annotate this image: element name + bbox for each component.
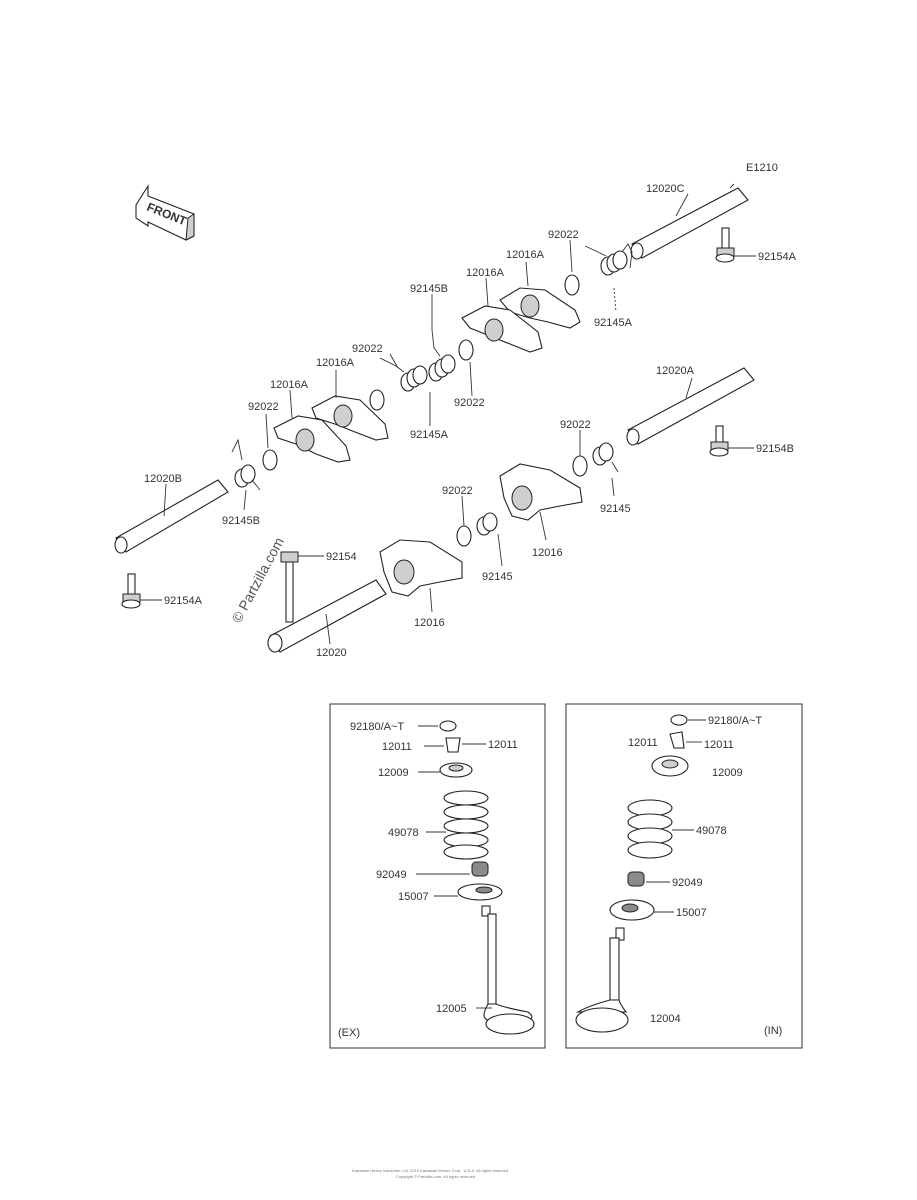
in-label-12011-left: 12011: [628, 737, 658, 749]
ex-label-12011-left: 12011: [382, 741, 412, 753]
ex-keeper: [445, 737, 461, 753]
callout-12020C: 12020C: [646, 183, 685, 195]
in-keeper: [669, 731, 685, 749]
shaft-12020A: [626, 367, 755, 446]
spring-92145-right: [592, 442, 619, 473]
watermark: © Partzilla.com: [229, 535, 287, 626]
in-label-12011-right: 12011: [704, 739, 734, 751]
callout-92145A-top: 92145A: [594, 317, 633, 329]
ex-spring: [443, 790, 489, 860]
exhaust-valve-box: 92180/A~T 12011 12011 12009 49078 92049 …: [329, 703, 546, 1049]
in-shim: [670, 714, 688, 726]
spring-92145A-top: [584, 243, 633, 276]
spring-92145A-mid: [379, 357, 428, 392]
ex-valve: [481, 905, 535, 1035]
in-label-92180: 92180/A~T: [708, 715, 762, 727]
in-label-92049: 92049: [672, 877, 703, 889]
intake-valve-box: 92180/A~T 12011 12011 12009 49078 92049 …: [565, 703, 803, 1049]
callout-12016A-c: 12016A: [316, 357, 355, 369]
rocker-arm-12016A-4: [273, 415, 351, 463]
ex-label-12009: 12009: [378, 767, 409, 779]
callout-12020A: 12020A: [656, 365, 695, 377]
bolt-92154A-bottom: [121, 573, 141, 609]
callout-92022-mid: 92022: [454, 397, 485, 409]
callout-92154B: 92154B: [756, 443, 794, 455]
callout-92154A-bottom: 92154A: [164, 595, 203, 607]
washer-92022-mid: [458, 339, 474, 361]
ex-label-15007: 15007: [398, 891, 429, 903]
spring-92145-mid-low: [476, 512, 498, 536]
shaft-12020: [267, 579, 387, 653]
callout-12016A-a: 12016A: [506, 249, 545, 261]
callout-12016-left: 12016: [414, 617, 445, 629]
callout-92022-low: 92022: [442, 485, 473, 497]
in-spring: [627, 799, 673, 859]
callout-12016A-d: 12016A: [270, 379, 309, 391]
callouts: 12020C 92154A 92022 92145A 12016A 12016A…: [140, 183, 797, 659]
callout-92154A-top: 92154A: [758, 251, 797, 263]
bolt-92154B: [709, 425, 729, 457]
diagram-code: E1210: [746, 162, 778, 174]
callout-92145B-mid: 92145B: [410, 283, 448, 295]
callout-12020B: 12020B: [144, 473, 182, 485]
rocker-arm-12016A-3: [311, 395, 389, 441]
callout-92154: 92154: [326, 551, 357, 563]
in-label-12004: 12004: [650, 1013, 681, 1025]
washer-92022-top: [564, 274, 580, 296]
callout-92145-right: 92145: [600, 503, 631, 515]
front-arrow-icon: FRONT: [135, 184, 195, 241]
in-label-49078: 49078: [696, 825, 727, 837]
footer-line1: Kawasaki Heavy Industries, Ltd. 2015 Kaw…: [352, 1168, 509, 1173]
washer-92022-low: [456, 525, 472, 547]
washer-92022-right-low: [572, 455, 588, 477]
rocker-arm-12016A-1: [499, 287, 581, 329]
washer-92022-left: [369, 389, 385, 411]
callout-92145B-left: 92145B: [222, 515, 260, 527]
in-label-15007: 15007: [676, 907, 707, 919]
callout-92022-mid-left: 92022: [352, 343, 383, 355]
bolt-92154A-top: [715, 227, 735, 263]
spring-92145B-left: [231, 438, 261, 491]
callout-12020: 12020: [316, 647, 347, 659]
callout-92145A-mid: 92145A: [410, 429, 449, 441]
ex-label-49078: 49078: [388, 827, 419, 839]
in-tag: (IN): [764, 1025, 782, 1037]
spring-92145B-mid: [428, 329, 456, 382]
callout-92022-top: 92022: [548, 229, 579, 241]
ex-label-12005: 12005: [436, 1003, 467, 1015]
washer-92022-far-left: [262, 449, 278, 471]
rocker-arm-12016-1: [499, 463, 583, 521]
ex-label-92049: 92049: [376, 869, 407, 881]
in-seal: [627, 871, 645, 887]
callout-92022-right: 92022: [560, 419, 591, 431]
footer-line2: Copyright © Partzilla.com. All rights re…: [396, 1174, 476, 1179]
callout-92145-low: 92145: [482, 571, 513, 583]
in-valve: [575, 927, 629, 1033]
ex-seal: [471, 861, 489, 877]
rocker-arm-12016A-2: [461, 305, 543, 353]
bolt-92154: [280, 551, 299, 623]
shaft-12020B: [114, 479, 229, 554]
shaft-12020C: [630, 183, 749, 260]
ex-tag: (EX): [338, 1027, 360, 1039]
callout-92022-left: 92022: [248, 401, 279, 413]
ex-label-12011-right: 12011: [488, 739, 518, 751]
ex-label-92180: 92180/A~T: [350, 721, 404, 733]
callout-12016A-b: 12016A: [466, 267, 505, 279]
rocker-arm-12016-2: [379, 539, 463, 597]
ex-shim: [439, 720, 457, 732]
in-label-12009: 12009: [712, 767, 743, 779]
callout-12016-right: 12016: [532, 547, 563, 559]
